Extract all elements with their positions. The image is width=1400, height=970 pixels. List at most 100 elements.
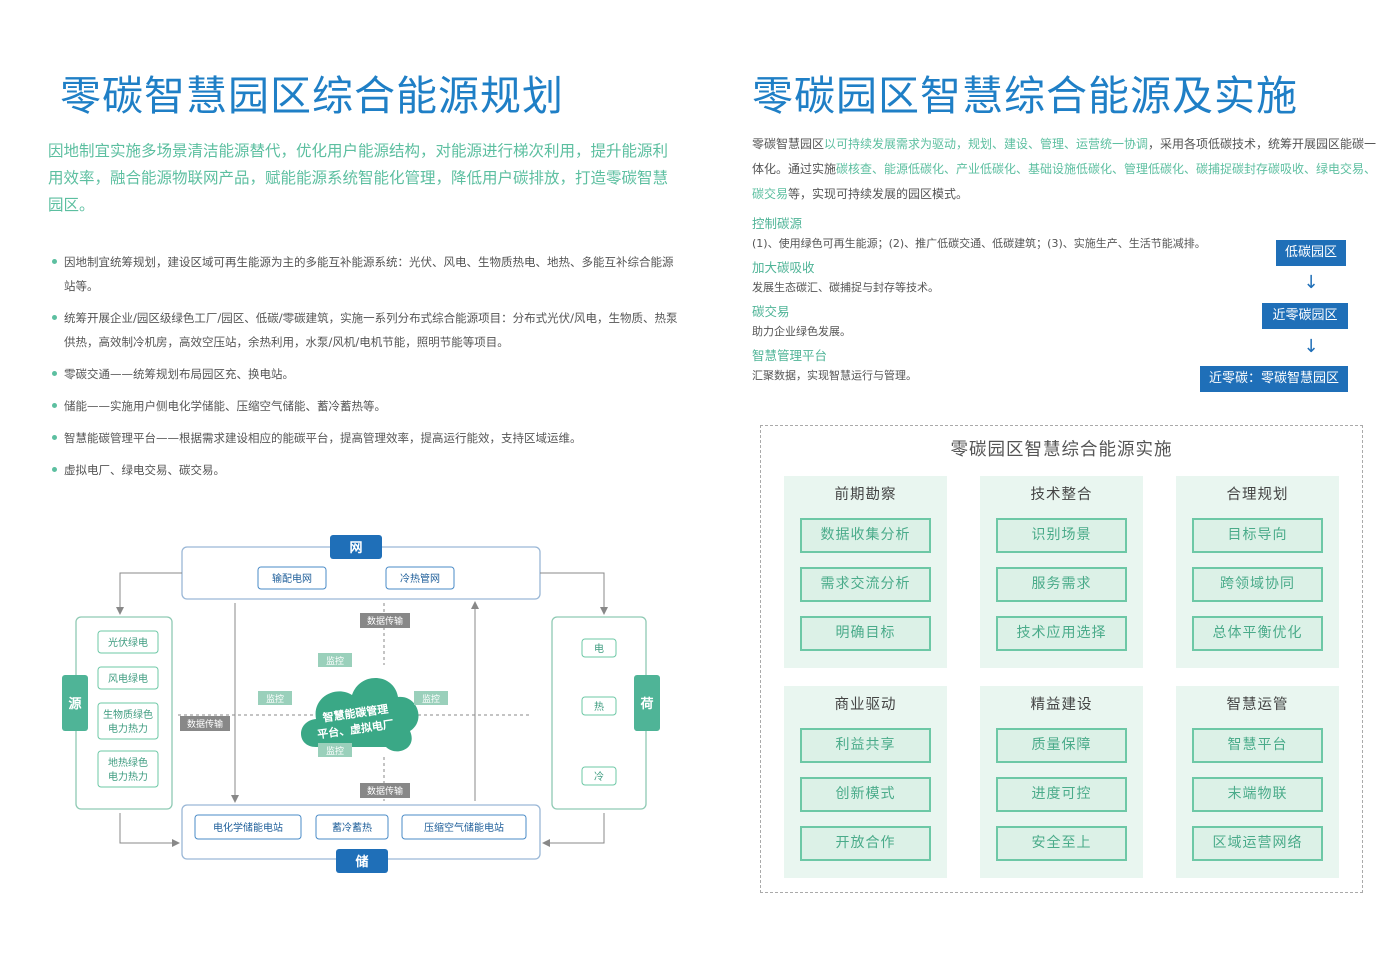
source-item: 光伏绿电 [108,636,148,649]
panel-item: 总体平衡优化 [1192,616,1323,651]
panel-item: 跨领域协同 [1192,567,1323,602]
flow-step-near-zero: 近零碳园区 [1262,303,1348,329]
panel-title: 商业驱动 [834,697,897,713]
intro-segment: 零碳智慧园区 [752,137,825,151]
load-item: 电 [594,642,604,655]
grid-item-box [385,566,455,590]
panel-title: 前期勘察 [834,487,897,503]
data-transfer-tag [180,716,230,731]
panel-title: 智慧运管 [1226,697,1289,713]
left-intro-text: 因地制宜实施多场景清洁能源替代，优化用户能源结构，对能源进行梯次利用，提升能源利… [48,142,669,214]
bullet-item: 零碳交通——统筹规划布局园区充、换电站。 [50,362,680,386]
source-item: 生物质绿色 [103,708,153,721]
left-page-title: 零碳智慧园区综合能源规划 [60,72,564,120]
storage-item: 蓄冷蓄热 [332,821,372,834]
data-transfer-tag [360,613,410,628]
load-item: 热 [594,700,604,713]
source-item-box [97,666,159,690]
panel-item: 需求交流分析 [800,567,931,602]
grid-item-box [257,566,327,590]
panel-item: 识别场景 [996,518,1127,553]
monitor-tag [318,743,352,757]
grid-item: 输配电网 [272,572,312,585]
measure-item: 碳交易 助力企业绿色发展。 [752,302,1252,342]
panel-business: 商业驱动 利益共享 创新模式 开放合作 [784,686,947,878]
source-item: 电力热力 [108,770,148,783]
flow-step-low-carbon: 低碳园区 [1276,240,1346,266]
connector-line [542,813,605,847]
arrow-down-icon: ↓ [1303,272,1319,293]
bullet-item: 因地制宜统筹规划，建设区域可再生能源为主的多能互补能源系统：光伏、风电、生物质热… [50,250,680,298]
cloud-icon [301,677,419,752]
monitor-tag-label: 监控 [266,693,284,705]
measure-title: 控制碳源 [752,216,803,231]
bullet-item: 统筹开展企业/园区级绿色工厂/园区、低碳/零碳建筑，实施一系列分布式综合能源项目… [50,306,680,354]
grid-label: 网 [349,541,362,556]
panel-item: 末端物联 [1192,777,1323,812]
left-bullet-list: 因地制宜统筹规划，建设区域可再生能源为主的多能互补能源系统：光伏、风电、生物质热… [50,250,680,490]
panel-survey: 前期勘察 数据收集分析 需求交流分析 明确目标 [784,476,947,668]
intro-highlight: 碳核查、能源低碳化、产业低碳化、基础设施低碳化、管理低碳化、碳捕捉碳封存碳吸收、… [752,162,1377,201]
monitor-tag [414,691,448,705]
panel-item: 目标导向 [1192,518,1323,553]
storage-item-box [194,814,302,840]
storage-item-box [401,814,527,840]
panel-item: 开放合作 [800,826,931,861]
monitor-tag [318,653,352,667]
panel-item: 质量保障 [996,728,1127,763]
bullet-item: 智慧能碳管理平台——根据需求建设相应的能碳平台，提高管理效率，提高运行能效，支持… [50,426,680,450]
storage-label-box [336,849,388,873]
intro-highlight: 以可持续发展需求为驱动，规划、建设、管理、运营统一协调 [824,137,1149,151]
grid-label-box [330,535,382,559]
source-label-box [62,675,88,731]
implementation-frame: 零碳园区智慧综合能源实施 前期勘察 数据收集分析 需求交流分析 明确目标 技术整… [760,425,1363,893]
source-item: 电力热力 [108,722,148,735]
measures-list: 控制碳源 (1)、使用绿色可再生能源；(2)、推广低碳交通、低碳建筑；(3)、实… [752,214,1252,390]
connector-line [119,813,180,847]
panel-item: 明确目标 [800,616,931,651]
data-transfer-tag [360,783,410,798]
panel-construction: 精益建设 质量保障 进度可控 安全至上 [980,686,1143,878]
panel-title: 技术整合 [1030,487,1093,503]
panel-item: 安全至上 [996,826,1127,861]
data-transfer-label: 数据传输 [367,785,403,797]
intro-segment: 等，实现可持续发展的园区模式。 [788,187,969,201]
source-item-box [97,750,159,788]
source-item-box [97,702,159,740]
panel-smart-ops: 智慧运管 智慧平台 末端物联 区域运营网络 [1176,686,1339,878]
right-intro-text: 零碳智慧园区以可持续发展需求为驱动，规划、建设、管理、运营统一协调，采用各项低碳… [752,132,1382,207]
panel-item: 创新模式 [800,777,931,812]
source-item: 地热绿色 [108,756,148,769]
flow-step-zero-carbon: 近零碳：零碳智慧园区 [1200,366,1348,392]
panel-item: 区域运营网络 [1192,826,1323,861]
storage-label: 储 [354,854,368,870]
panel-tech-integration: 技术整合 识别场景 服务需求 技术应用选择 [980,476,1143,668]
measure-item: 智慧管理平台 汇聚数据，实现智慧运行与管理。 [752,346,1252,386]
storage-item: 压缩空气储能电站 [424,821,504,834]
panel-item: 进度可控 [996,777,1127,812]
measure-title: 加大碳吸收 [752,260,815,275]
measure-desc: (1)、使用绿色可再生能源；(2)、推广低碳交通、低碳建筑；(3)、实施生产、生… [752,237,1206,250]
load-item-box [581,638,617,658]
panel-item: 数据收集分析 [800,518,931,553]
measure-desc: 发展生态碳汇、碳捕捉与封存等技术。 [752,281,939,294]
intro-segment: ，采用各项低碳技术，统筹开展园区能碳一体化。通过实施 [752,137,1377,176]
monitor-tag [258,691,292,705]
panel-item: 利益共享 [800,728,931,763]
bullet-item: 储能——实施用户侧电化学储能、压缩空气储能、蓄冷蓄热等。 [50,394,680,418]
data-transfer-label: 数据传输 [367,615,403,627]
panel-planning: 合理规划 目标导向 跨领域协同 总体平衡优化 [1176,476,1339,668]
source-item-box [97,630,159,654]
implementation-title: 零碳园区智慧综合能源实施 [950,440,1173,460]
panel-item: 智慧平台 [1192,728,1323,763]
panel-item: 服务需求 [996,567,1127,602]
measure-title: 智慧管理平台 [752,348,828,363]
connector-line [116,572,182,615]
load-label: 荷 [639,696,653,712]
data-transfer-label: 数据传输 [187,718,223,730]
load-item-box [581,696,617,716]
arrow-down-icon: ↓ [1303,336,1319,357]
connector-line [540,572,608,615]
source-label: 源 [68,696,81,712]
right-page-title: 零碳园区智慧综合能源及实施 [752,72,1298,120]
